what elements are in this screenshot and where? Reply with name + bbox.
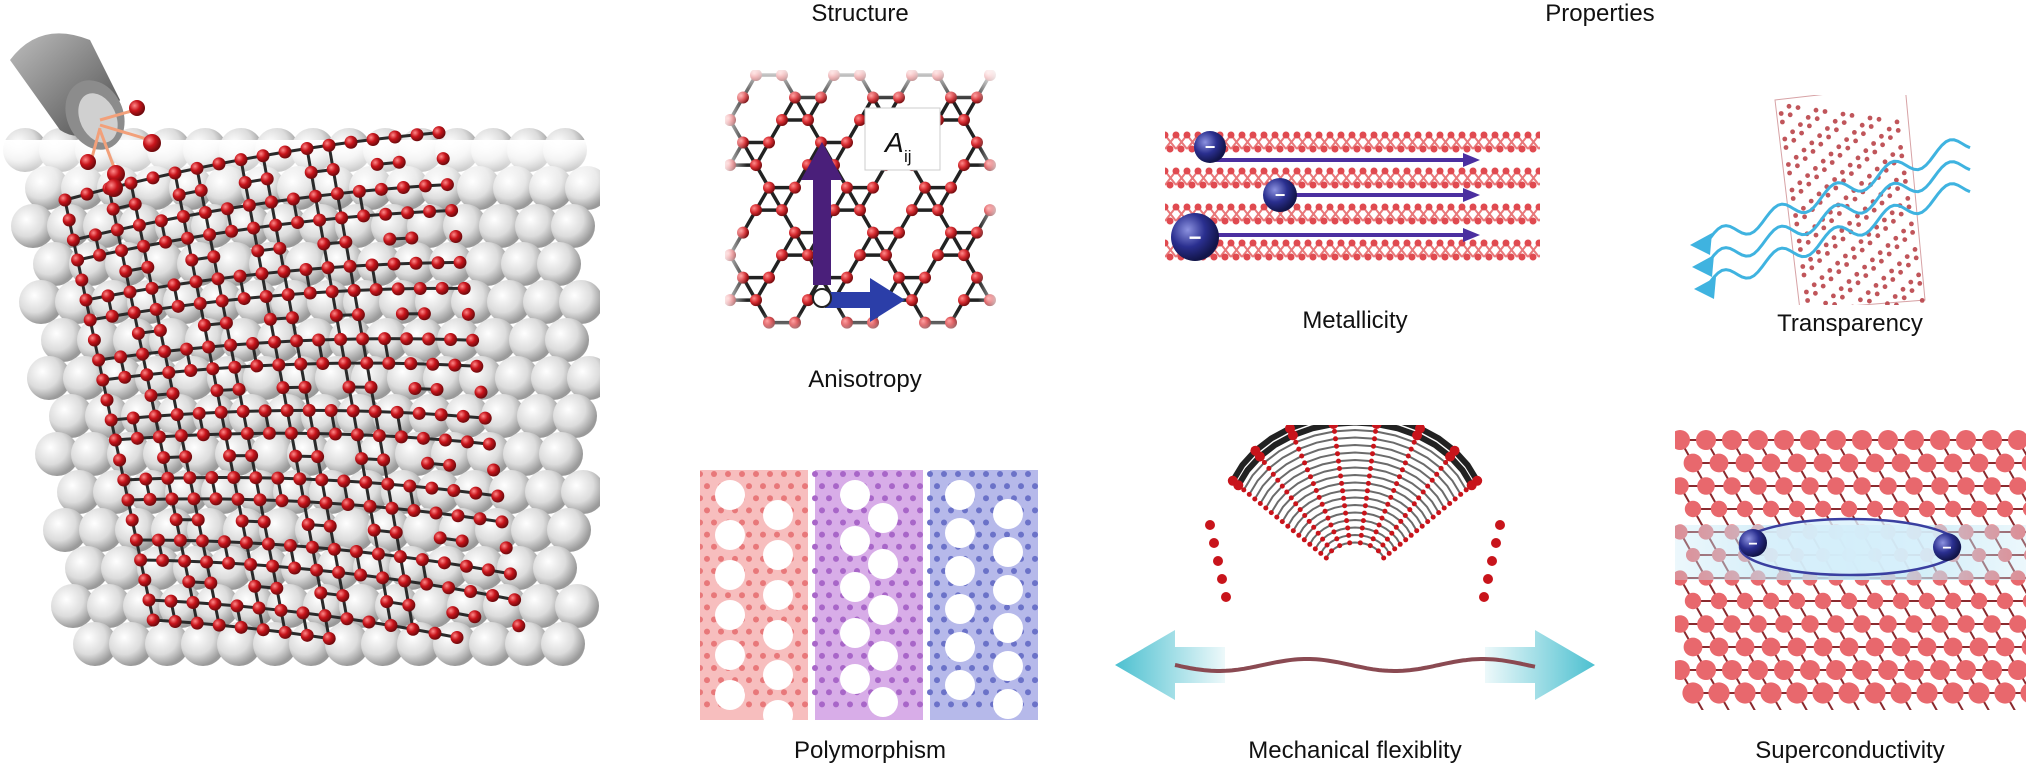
polymorphism-label: Polymorphism bbox=[793, 737, 947, 764]
transparency-panel bbox=[1680, 95, 1980, 305]
synthesis-illustration bbox=[0, 0, 600, 700]
electron-1: − bbox=[1194, 131, 1226, 163]
substrate bbox=[0, 128, 600, 666]
pair-electron-right-symbol: − bbox=[1942, 540, 1951, 557]
vertical-arrow-shaft bbox=[813, 175, 831, 285]
polymorphism-svg bbox=[700, 470, 1038, 720]
horizontal-arrow-shaft bbox=[825, 292, 875, 308]
pair-electron-left: − bbox=[1739, 529, 1767, 557]
horizontal-arrow-head bbox=[870, 278, 905, 322]
metallicity-svg: − − − bbox=[1165, 131, 1540, 261]
polymorph-purple bbox=[812, 470, 923, 720]
origin-atom bbox=[812, 288, 832, 308]
electron-1-symbol: − bbox=[1205, 137, 1216, 157]
metallicity-label: Metallicity bbox=[1302, 307, 1408, 334]
flexibility-panel bbox=[1115, 425, 1595, 715]
pair-electron-left-symbol: − bbox=[1748, 536, 1757, 553]
light-waves bbox=[1708, 138, 1971, 284]
transparent-sheet bbox=[1774, 95, 1926, 305]
polymorph-blue bbox=[927, 470, 1038, 720]
superconductivity-svg: − − bbox=[1675, 430, 2026, 710]
electron-2-symbol: − bbox=[1275, 185, 1286, 205]
superconductivity-panel: − − bbox=[1675, 425, 2026, 710]
bent-sheet bbox=[1205, 425, 1505, 602]
tensor-symbol: A bbox=[883, 127, 904, 158]
tensor-subscript: ij bbox=[904, 147, 912, 166]
electron-2: − bbox=[1263, 178, 1297, 212]
anisotropy-svg: A ij bbox=[725, 70, 1000, 345]
vertical-arrow-head bbox=[801, 142, 843, 180]
metallicity-panel: − − − bbox=[1165, 125, 1540, 285]
cooper-pair-orbit bbox=[1738, 517, 1962, 577]
anisotropy-label: Anisotropy bbox=[808, 366, 922, 393]
deposition-nozzle bbox=[10, 33, 161, 197]
structure-heading: Structure bbox=[811, 0, 909, 27]
pair-electron-right: − bbox=[1933, 533, 1961, 561]
flexibility-label: Mechanical flexiblity bbox=[1248, 737, 1462, 764]
transparency-svg bbox=[1690, 95, 1971, 305]
borophene-sheet bbox=[58, 126, 526, 645]
light-arrowheads bbox=[1690, 233, 1716, 299]
properties-heading: Properties bbox=[1545, 0, 1655, 27]
left-strain-arrow bbox=[1115, 630, 1225, 700]
tensor-box bbox=[864, 107, 941, 171]
synthesis-svg bbox=[0, 33, 600, 666]
polymorphism-panel bbox=[700, 470, 1040, 720]
transparency-label: Transparency bbox=[1777, 310, 1923, 337]
superconductivity-label: Superconductivity bbox=[1755, 737, 1945, 764]
electron-flow-arrows bbox=[1205, 153, 1480, 242]
electron-3-symbol: − bbox=[1189, 225, 1202, 250]
flexibility-svg bbox=[1115, 425, 1595, 700]
wavy-sheet bbox=[1174, 657, 1536, 673]
right-strain-arrow bbox=[1485, 630, 1595, 700]
polymorph-pink bbox=[700, 470, 808, 720]
anisotropy-panel: A ij bbox=[725, 70, 1000, 345]
electron-3: − bbox=[1171, 213, 1219, 261]
